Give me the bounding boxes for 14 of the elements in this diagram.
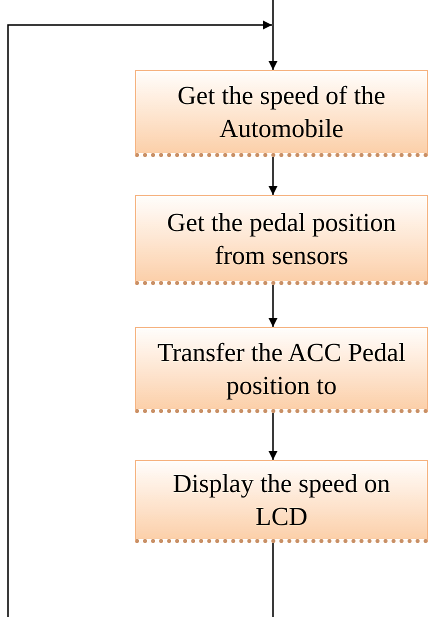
process-box xyxy=(135,327,428,413)
arrow xyxy=(268,0,278,70)
arrow xyxy=(7,20,272,617)
process-box xyxy=(135,195,428,285)
box-text: Transfer the ACC Pedal position to xyxy=(156,336,407,402)
box-text: Display the speed on LCD xyxy=(172,468,392,533)
box-text: Get the speed of the Automobile xyxy=(176,80,386,145)
arrow xyxy=(268,157,278,195)
connector-line xyxy=(272,543,274,617)
arrow xyxy=(268,413,278,460)
arrow xyxy=(268,285,278,327)
process-box xyxy=(135,460,428,543)
box-text: Get the pedal position from sensors xyxy=(166,206,397,272)
process-box xyxy=(135,70,428,157)
